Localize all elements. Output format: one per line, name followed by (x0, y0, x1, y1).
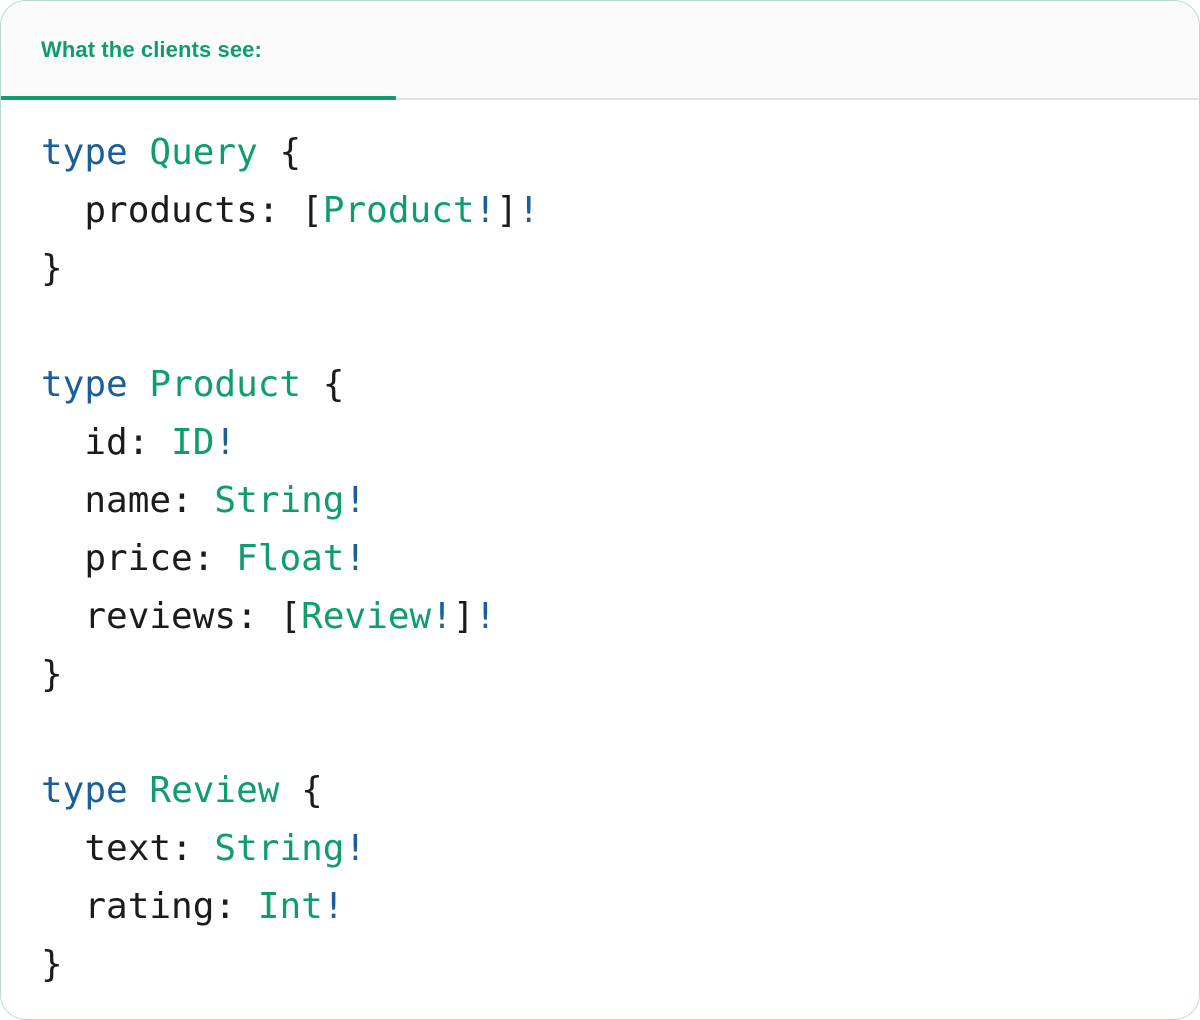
code-indent (41, 538, 84, 579)
colon-punct: : (171, 480, 215, 521)
type-reference: Float (236, 538, 345, 579)
code-space (258, 132, 280, 173)
card-header: What the clients see: (1, 1, 1199, 100)
code-space (128, 364, 150, 405)
colon-punct: : (171, 828, 215, 869)
colon-punct: : (214, 886, 258, 927)
code-line: name: String! (41, 472, 1159, 530)
code-indent (41, 886, 84, 927)
type-reference: Int (257, 886, 323, 927)
keyword-type: type (41, 364, 128, 405)
tab-active-underline (1, 96, 396, 100)
code-space (128, 770, 150, 811)
bracket-open: [ (279, 596, 302, 637)
non-null-bang: ! (344, 480, 367, 521)
bracket-close: ] (496, 190, 518, 231)
non-null-bang: ! (344, 538, 367, 579)
type-reference: Product (322, 190, 475, 231)
field-name: products (84, 190, 258, 231)
code-line: } (41, 240, 1159, 298)
code-space (279, 770, 301, 811)
code-line: reviews: [Review!]! (41, 588, 1159, 646)
keyword-type: type (41, 770, 128, 811)
code-space (128, 132, 150, 173)
type-name: Query (149, 132, 258, 173)
field-name: name (84, 480, 172, 521)
code-line: } (41, 936, 1159, 994)
brace-punct: { (279, 132, 302, 173)
brace-punct: } (41, 248, 63, 289)
field-name: reviews (84, 596, 237, 637)
non-null-bang: ! (344, 828, 367, 869)
code-line: type Review { (41, 762, 1159, 820)
code-line: } (41, 646, 1159, 704)
graphql-schema-code[interactable]: type Query { products: [Product!]!} type… (41, 124, 1159, 994)
code-line (41, 704, 1159, 762)
tab-row: What the clients see: (1, 1, 1199, 100)
type-name: Review (149, 770, 280, 811)
code-body: type Query { products: [Product!]!} type… (1, 100, 1199, 1019)
colon-punct: : (192, 538, 237, 579)
type-reference: ID (171, 422, 215, 463)
code-line: type Product { (41, 356, 1159, 414)
brace-punct: } (41, 654, 63, 695)
tab-label: What the clients see: (41, 36, 262, 62)
code-line: id: ID! (41, 414, 1159, 472)
code-line (41, 298, 1159, 356)
non-null-bang: ! (214, 422, 237, 463)
field-name: id (84, 422, 128, 463)
colon-punct: : (236, 596, 280, 637)
code-line: text: String! (41, 820, 1159, 878)
bracket-close: ] (452, 596, 475, 637)
type-reference: String (214, 480, 345, 521)
brace-punct: { (322, 364, 345, 405)
field-name: rating (84, 886, 215, 927)
non-null-bang: ! (517, 190, 540, 231)
non-null-bang: ! (431, 596, 453, 637)
code-line: products: [Product!]! (41, 182, 1159, 240)
colon-punct: : (257, 190, 302, 231)
type-reference: Review (301, 596, 432, 637)
code-indent (41, 480, 84, 521)
code-indent (41, 422, 84, 463)
bracket-open: [ (301, 190, 323, 231)
field-name: text (84, 828, 172, 869)
brace-punct: } (41, 944, 63, 985)
code-space (301, 364, 323, 405)
field-name: price (84, 538, 193, 579)
tab-what-the-clients-see[interactable]: What the clients see: (1, 1, 396, 100)
keyword-type: type (41, 132, 128, 173)
type-name: Product (149, 364, 302, 405)
colon-punct: : (127, 422, 172, 463)
non-null-bang: ! (474, 596, 497, 637)
type-reference: String (214, 828, 345, 869)
non-null-bang: ! (322, 886, 345, 927)
code-indent (41, 596, 84, 637)
code-line: type Query { (41, 124, 1159, 182)
non-null-bang: ! (474, 190, 497, 231)
brace-punct: { (301, 770, 323, 811)
code-indent (41, 190, 84, 231)
code-line: price: Float! (41, 530, 1159, 588)
code-indent (41, 828, 84, 869)
code-line: rating: Int! (41, 878, 1159, 936)
